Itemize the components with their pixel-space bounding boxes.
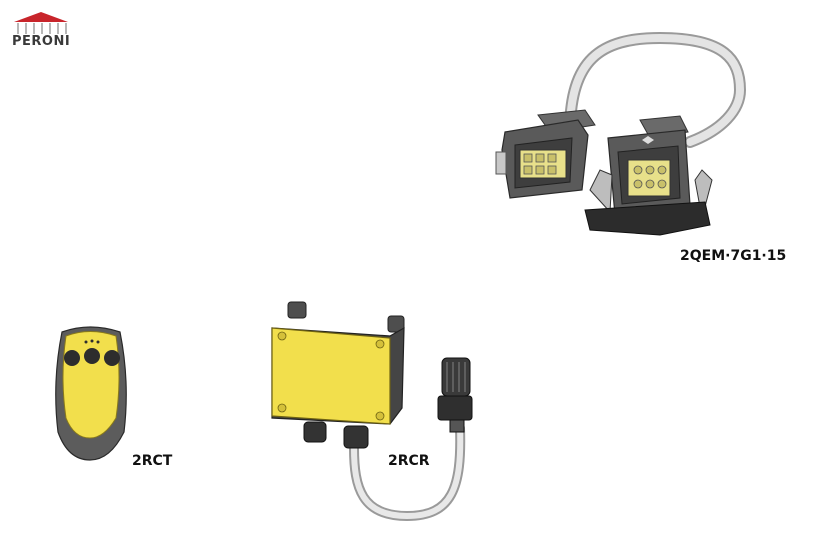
product-code-2qem: 2QEM·7G1·15 <box>680 248 787 264</box>
remote-transmitter-icon <box>55 326 127 461</box>
product-code-2rcr: 2RCR <box>388 453 430 469</box>
receiver-box-icon <box>271 301 473 522</box>
brand-name: PERONI <box>12 34 71 49</box>
product-code-2rct: 2RCT <box>132 453 173 469</box>
connector-cable-icon <box>495 31 747 236</box>
logo-roof-icon <box>14 12 68 34</box>
peroni-logo: PERONI <box>8 10 78 50</box>
